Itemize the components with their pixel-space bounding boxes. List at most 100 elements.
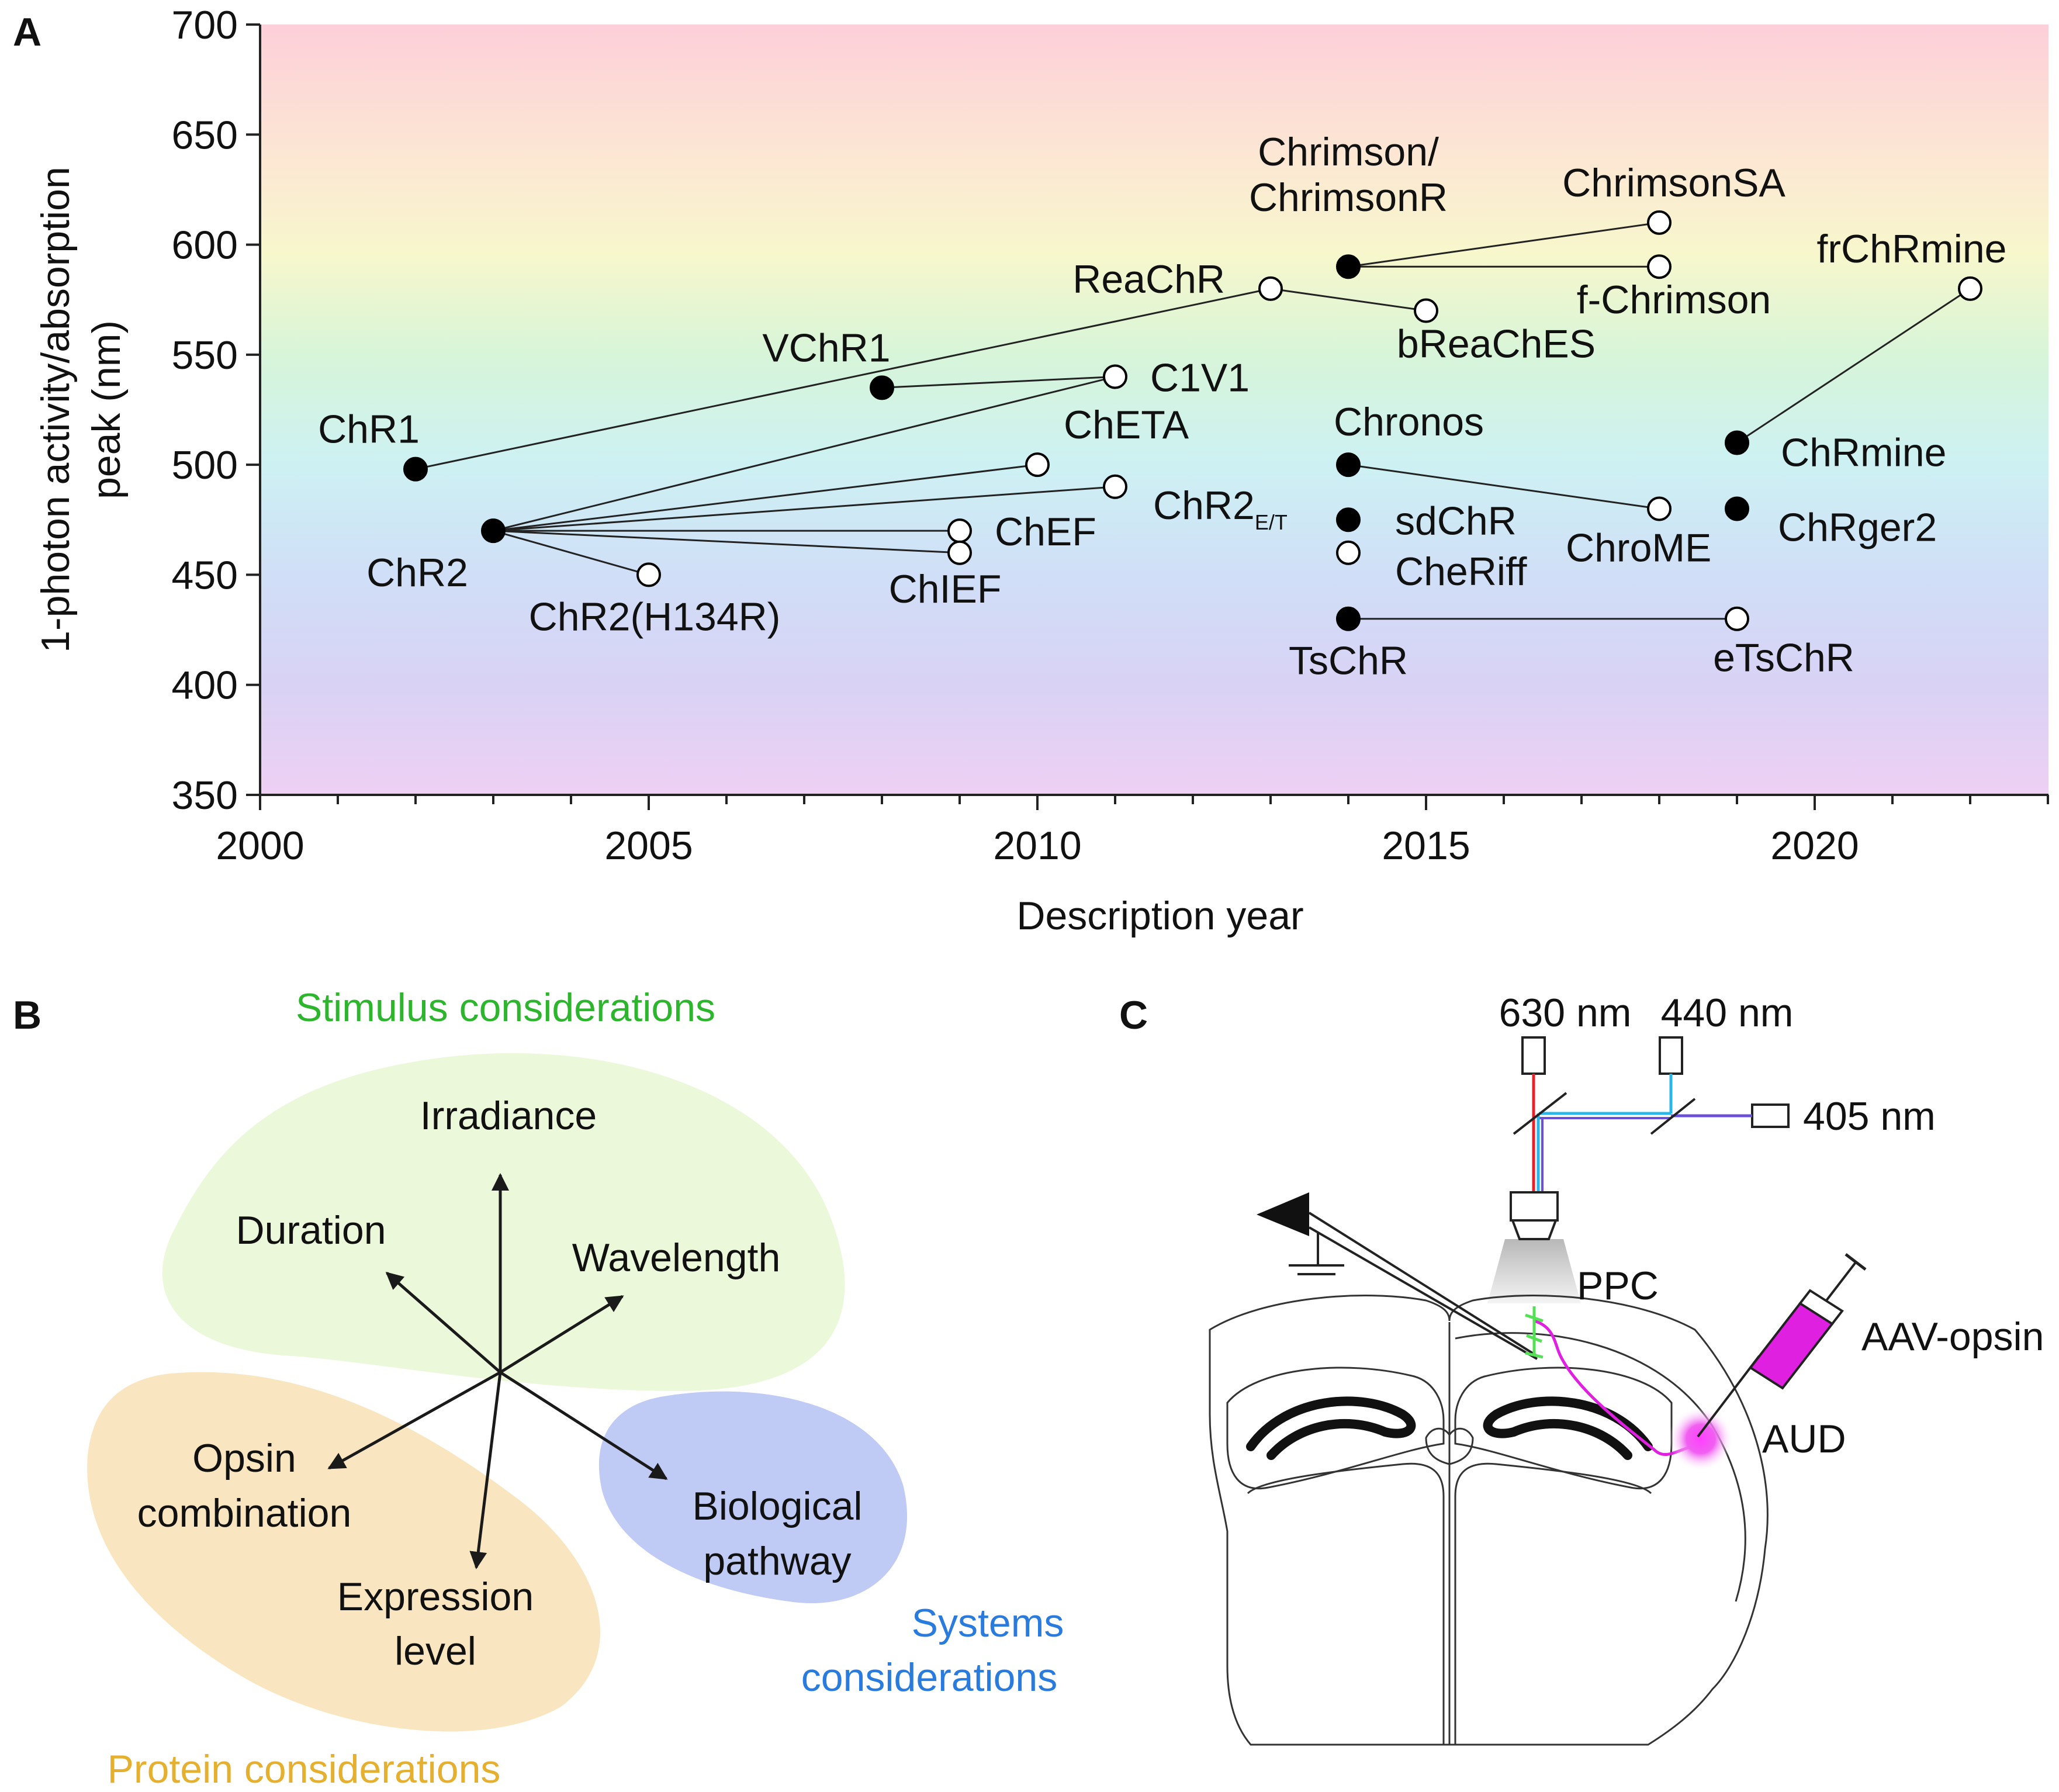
- arrow-duration: [385, 1272, 501, 1374]
- label-biological-line2: pathway: [703, 1539, 851, 1583]
- point-chr2et: [1103, 474, 1127, 499]
- point-label-chr2: ChR2: [366, 551, 468, 595]
- point-chrger2: [1725, 496, 1749, 521]
- point-chrimson: [1336, 254, 1361, 279]
- thalamus-outline: [1247, 1462, 1652, 1745]
- systems-region: [598, 1391, 908, 1604]
- point-label-chrimson-line2: ChrimsonR: [1249, 175, 1448, 220]
- label-wavelength: Wavelength: [572, 1236, 781, 1280]
- brain-outline: [1209, 1295, 1769, 1746]
- ventricle: [1425, 1427, 1474, 1465]
- point-label-chronos: Chronos: [1334, 400, 1484, 444]
- chart-points: [403, 210, 1982, 631]
- point-frchrmine: [1958, 276, 1982, 301]
- x-tick-label: 2020: [1770, 824, 1859, 868]
- point-chrimsonsa: [1647, 210, 1672, 235]
- x-tick-label: 2015: [1382, 824, 1470, 868]
- amplifier-icon: [1257, 1192, 1309, 1236]
- point-label-chr1-text: ChR1: [318, 407, 420, 452]
- point-label-cheta: ChETA: [1064, 403, 1189, 447]
- point-c1v1: [1103, 364, 1127, 389]
- point-label-cheriff-text: CheRiff: [1395, 549, 1527, 594]
- neuron-dendrites: [1525, 1306, 1544, 1359]
- point-chrmine: [1725, 430, 1749, 455]
- link-vchr1-c1v1: [881, 376, 1116, 389]
- arrow-wavelength: [499, 1295, 624, 1374]
- label-630nm: 630 nm: [1499, 991, 1632, 1035]
- panel-a-letter: A: [13, 10, 41, 54]
- y-tick-label: 550: [172, 333, 238, 378]
- point-label-sdchr: sdChR: [1395, 499, 1517, 543]
- label-opsin-line1: Opsin: [192, 1436, 296, 1480]
- point-label-cheriff: CheRiff: [1395, 549, 1527, 594]
- point-chr1: [403, 456, 428, 482]
- label-expression-line2: level: [395, 1629, 476, 1673]
- y-tick-label: 500: [172, 443, 238, 487]
- stimulus-region: [162, 1053, 845, 1391]
- y-tick-label: 450: [172, 553, 238, 597]
- y-axis-label-line1: 1-photon activity/absorption: [33, 167, 78, 653]
- neuron-projection: [1534, 1319, 1701, 1457]
- point-label-chronos-text: Chronos: [1334, 400, 1484, 444]
- label-duration: Duration: [236, 1208, 386, 1253]
- point-label-c1v1: C1V1: [1150, 356, 1250, 400]
- point-label-tschr-text: TsChR: [1289, 639, 1408, 683]
- brain-section: [1209, 1295, 1769, 1746]
- label-ppc: PPC: [1577, 1264, 1659, 1308]
- arrow-opsin-combination: [327, 1371, 501, 1470]
- panel-c-letter: C: [1119, 993, 1148, 1037]
- label-irradiance: Irradiance: [420, 1094, 597, 1138]
- link-chrmine-frchrmine: [1736, 288, 1971, 444]
- point-label-h134r: ChR2(H134R): [529, 594, 781, 639]
- point-sdchr: [1336, 507, 1361, 532]
- point-label-sdchr-text: sdChR: [1395, 499, 1517, 543]
- link-chr2-h134r: [493, 530, 649, 576]
- label-biological-line1: Biological: [692, 1484, 862, 1528]
- cortex-inner-left: [1226, 1367, 1445, 1490]
- x-tick-label: 2005: [604, 824, 693, 868]
- point-fchrimson: [1647, 254, 1672, 279]
- point-label-vchr1-text: VChR1: [762, 326, 890, 370]
- point-label-tschr: TsChR: [1289, 639, 1408, 683]
- aud-injection-glow: [1669, 1407, 1733, 1471]
- hippocampus-left: [1246, 1396, 1416, 1460]
- point-label-chrger2-text: ChRger2: [1778, 505, 1937, 549]
- point-h134r: [636, 562, 661, 587]
- point-label-cheta-text: ChETA: [1064, 403, 1189, 447]
- y-tick-label: 650: [172, 113, 238, 157]
- point-label-chrimsonsa: ChrimsonSA: [1562, 161, 1785, 205]
- x-axis-label: Description year: [1016, 894, 1303, 938]
- panel-c: C: [1119, 991, 2044, 1746]
- point-label-frchrmine-text: frChRmine: [1817, 227, 2007, 271]
- systems-title-line2: considerations: [801, 1655, 1057, 1700]
- point-label-chef-text: ChEF: [995, 510, 1096, 554]
- systems-title-line1: Systems: [912, 1601, 1064, 1645]
- laser-630-box: [1521, 1036, 1546, 1075]
- point-reachr: [1258, 276, 1283, 301]
- link-reachr-breaches: [1270, 288, 1427, 312]
- dichroic-mirror-2: [1650, 1098, 1696, 1135]
- point-chr2: [481, 518, 506, 544]
- arrow-biological-pathway: [499, 1371, 668, 1480]
- point-chronos: [1336, 452, 1361, 478]
- light-cone: [1487, 1239, 1581, 1303]
- point-label-reachr-text: ReaChR: [1072, 257, 1225, 302]
- point-label-vchr1: VChR1: [762, 326, 890, 370]
- link-chr2-cheta: [493, 463, 1038, 532]
- hippocampus-right: [1483, 1396, 1653, 1460]
- objective-lower: [1511, 1219, 1558, 1240]
- y-axis-label-line2: peak (nm): [84, 320, 129, 499]
- x-tick-label: 2010: [993, 824, 1081, 868]
- point-breaches: [1414, 298, 1438, 323]
- point-label-chrmine: ChRmine: [1781, 430, 1946, 475]
- point-label-chrimson-line1: Chrimson/: [1258, 130, 1439, 174]
- aav-syringe: [1697, 1253, 1867, 1438]
- point-label-chief: ChIEF: [889, 567, 1002, 611]
- laser-440-box: [1659, 1036, 1683, 1075]
- point-label-etschr: eTsChR: [1713, 636, 1854, 680]
